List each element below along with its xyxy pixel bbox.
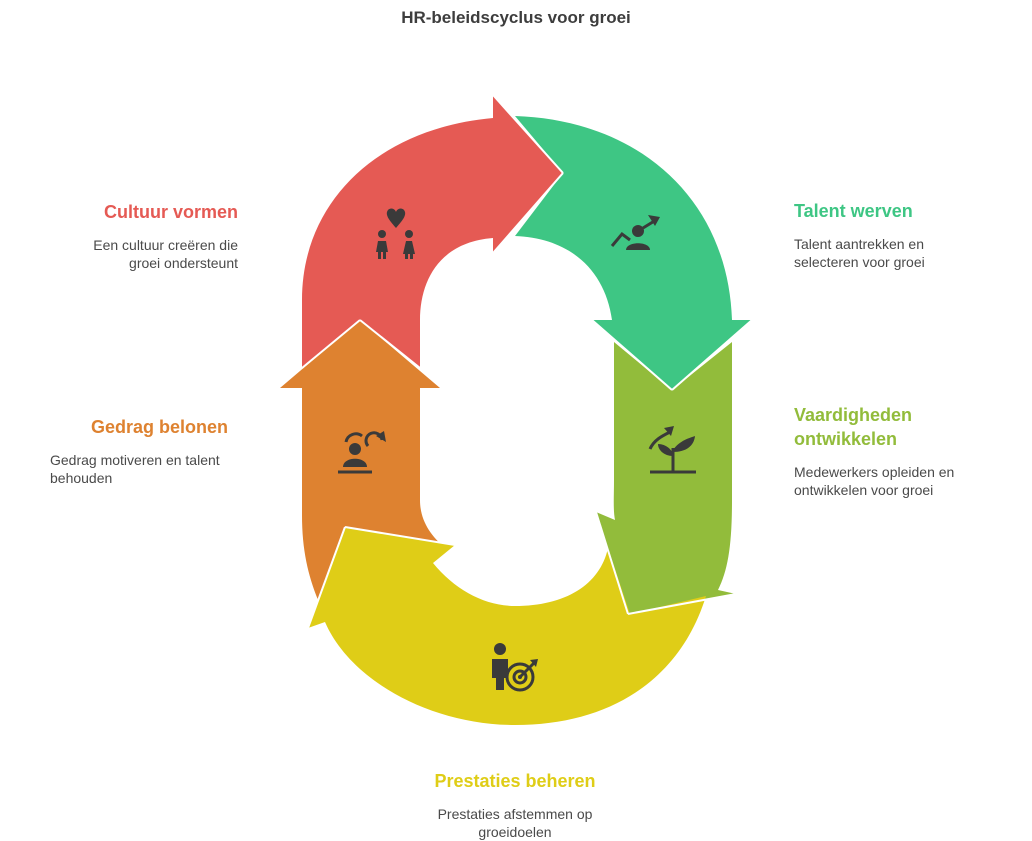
desc-line: ontwikkelen voor groei [794, 482, 934, 498]
reward-person-icon [338, 431, 386, 474]
title-line: Vaardigheden [794, 405, 913, 425]
step-title: Vaardigheden ontwikkelen [794, 403, 1014, 451]
segment-vaardigheden-ontwikkelen [596, 342, 736, 614]
desc-line: Medewerkers opleiden en [794, 464, 955, 480]
desc-line: groei ondersteunt [129, 255, 238, 271]
desc-line: Gedrag motiveren en talent [50, 452, 220, 468]
segment-cultuur-vormen [302, 95, 563, 368]
desc-line: groeidoelen [478, 824, 552, 840]
sprout-icon [648, 426, 696, 474]
desc-line: Een cultuur creëren die [93, 237, 238, 253]
step-vaardigheden-ontwikkelen: Vaardigheden ontwikkelen Medewerkers opl… [794, 403, 1014, 499]
step-gedrag-belonen-title-block: Gedrag belonen [28, 415, 228, 439]
desc-line: behouden [50, 470, 113, 486]
target-person-icon [492, 643, 538, 692]
diagram-title: HR-beleidscyclus voor groei [401, 8, 631, 27]
step-description: Medewerkers opleiden en ontwikkelen voor… [794, 463, 1014, 499]
step-title: Talent werven [794, 201, 913, 221]
step-cultuur-vormen: Cultuur vormen Een cultuur creëren die g… [38, 200, 238, 272]
desc-line: Prestaties afstemmen op [437, 806, 593, 822]
desc-line: selecteren voor groei [794, 254, 925, 270]
step-description: Talent aantrekken en selecteren voor gro… [794, 235, 994, 271]
segment-gedrag-belonen [280, 320, 445, 600]
step-description: Gedrag motiveren en talent behouden [50, 451, 270, 487]
desc-line: Talent aantrekken en [794, 236, 924, 252]
segment-talent-werven [515, 116, 752, 390]
step-description: Een cultuur creëren die groei ondersteun… [38, 236, 238, 272]
step-title: Cultuur vormen [103, 202, 238, 222]
step-title: Prestaties beheren [434, 771, 596, 791]
step-talent-werven: Talent werven Talent aantrekken en selec… [794, 199, 994, 271]
step-gedrag-belonen-desc-block: Gedrag motiveren en talent behouden [50, 451, 270, 487]
segment-prestaties-beheren [308, 527, 706, 725]
people-heart-icon [376, 208, 415, 259]
step-title: Gedrag belonen [90, 417, 228, 437]
person-growth-icon [610, 215, 660, 250]
title-line: ontwikkelen [794, 429, 898, 449]
step-prestaties-beheren: Prestaties beheren Prestaties afstemmen … [380, 769, 650, 841]
